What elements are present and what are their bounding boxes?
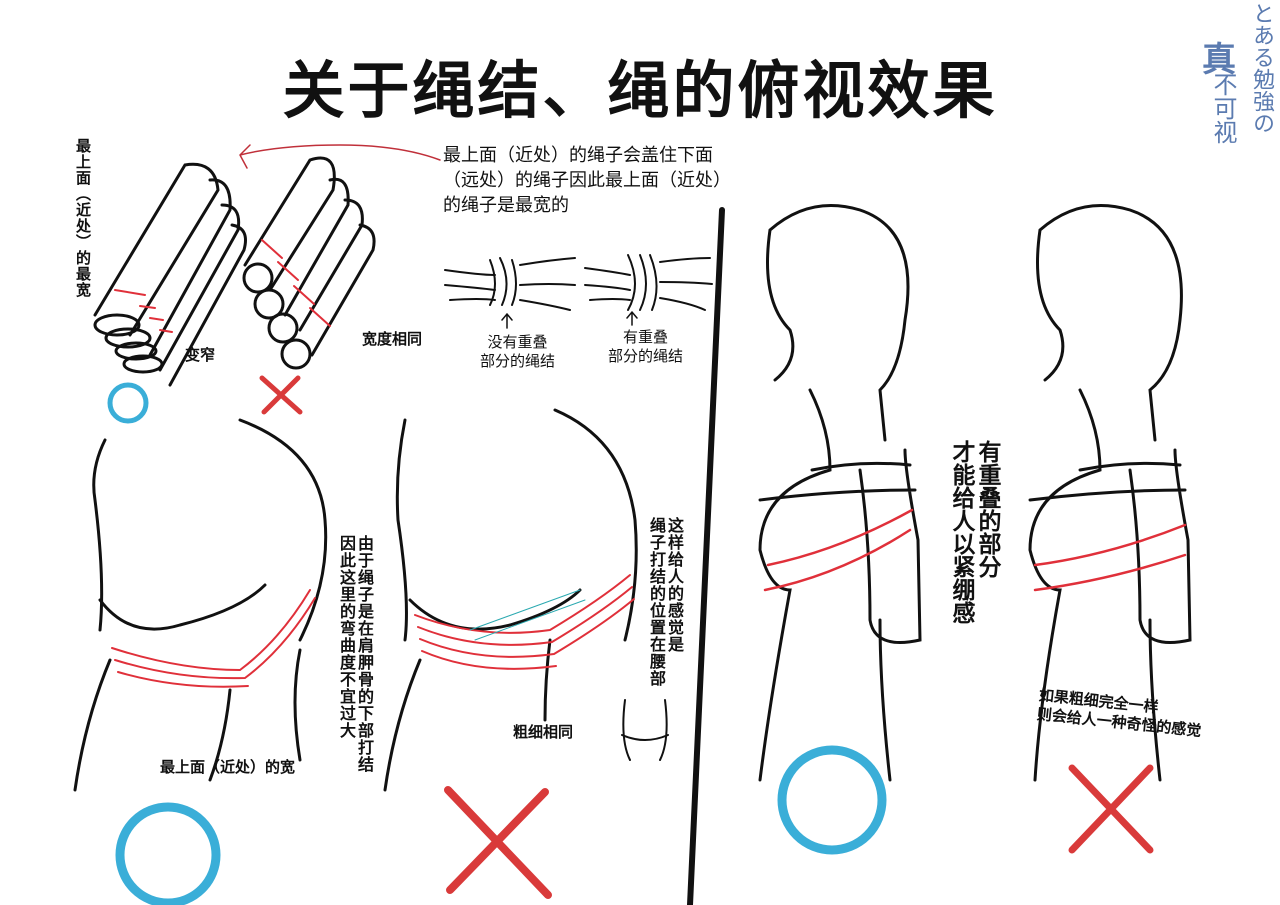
logo-mark: 真 xyxy=(1202,40,1236,80)
knot-no-overlap-label: 没有重叠 部分的绳结 xyxy=(480,333,555,371)
correct-mark-side xyxy=(777,745,887,855)
label-line: 部分的绳结 xyxy=(480,352,556,370)
logo-text: とある勉強の xyxy=(1249,2,1274,134)
same-width-label: 宽度相同 xyxy=(362,330,423,348)
narrow-label: 变窄 xyxy=(185,346,216,364)
correct-mark-small xyxy=(107,382,149,424)
scapula-note: 由于绳子是在肩胛骨的下部打结因此这里的弯曲度不宜过大 xyxy=(337,535,374,773)
tightness-note: 有重叠的部分才能给人以紧绷感 xyxy=(948,440,1000,624)
side-figure-correct xyxy=(758,204,922,782)
correct-mark-back xyxy=(115,802,221,905)
pointer-arrow xyxy=(239,144,441,169)
rope-bundle-tapered xyxy=(93,162,247,387)
back-correct-label: 最上面（近处）的宽 xyxy=(160,758,296,776)
wrong-mark-small xyxy=(259,375,303,415)
label-line: 部分的绳结 xyxy=(608,347,684,365)
wrong-mark-back xyxy=(444,786,552,899)
note-line: 的绳子是最宽的 xyxy=(443,195,569,216)
note-column: 绳子打结的位置在腰部 xyxy=(647,517,666,687)
note-column: 有重叠的部分 xyxy=(974,440,1000,578)
waist-knot-note: 这样给人的感觉是绳子打结的位置在腰部 xyxy=(647,517,684,687)
section-divider xyxy=(687,207,725,905)
note-line: （远处）的绳子因此最上面（近处） xyxy=(443,170,731,191)
note-column: 才能给人以紧绷感 xyxy=(948,440,974,624)
nearest-widest-label: 最上面（近处）的最宽 xyxy=(74,138,92,298)
rope-bundle-equal xyxy=(242,156,376,370)
page-title: 关于绳结、绳的俯视效果 xyxy=(282,54,998,127)
note-column: 这样给人的感觉是 xyxy=(665,517,684,653)
overlap-explanation: 最上面（近处）的绳子会盖住下面 （远处）的绳子因此最上面（近处） 的绳子是最宽的 xyxy=(443,143,731,218)
knot-overlap xyxy=(584,254,713,311)
wrong-mark-side xyxy=(1068,764,1154,854)
side-figure-wrong xyxy=(1028,204,1192,782)
watermark-logo: とある勉強の 真 不可视 xyxy=(1202,2,1274,152)
logo-mark-2: 不可视 xyxy=(1209,72,1237,144)
note-column: 因此这里的弯曲度不宜过大 xyxy=(337,535,356,739)
label-line: 没有重叠 xyxy=(487,333,548,351)
note-column: 由于绳子是在肩胛骨的下部打结 xyxy=(355,535,374,773)
back-figure-correct xyxy=(73,418,328,792)
knot-overlap-label: 有重叠 部分的绳结 xyxy=(608,328,683,366)
label-line: 有重叠 xyxy=(623,328,669,346)
note-line: 最上面（近处）的绳子会盖住下面 xyxy=(443,145,713,166)
knot-no-overlap xyxy=(444,257,576,311)
back-figure-wrong xyxy=(383,408,669,792)
back-wrong-label: 粗细相同 xyxy=(513,723,574,741)
